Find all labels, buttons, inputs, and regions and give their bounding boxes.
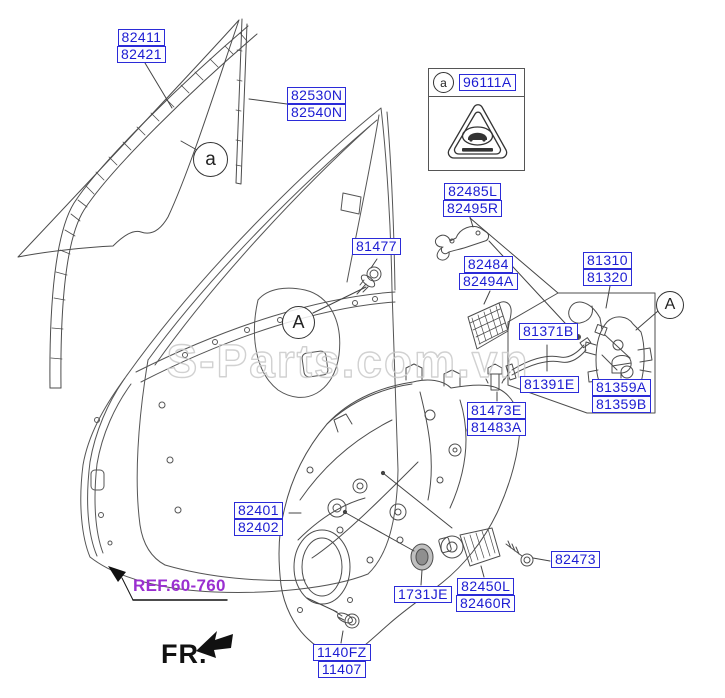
marker-A-latch: A [656,291,684,319]
part-number[interactable]: 82421 [117,46,166,63]
part-label-82485L-82495R[interactable]: 82485L 82495R [443,183,503,217]
ref-60-760-link[interactable]: REF.60-760 [133,576,226,595]
motor-drawing [438,527,501,567]
part-label-81310-81320[interactable]: 81310 81320 [583,252,632,286]
part-number[interactable]: 81371B [519,323,578,340]
part-number[interactable]: 81310 [583,252,632,269]
door-glass-drawing [17,19,240,258]
part-label-82401-82402[interactable]: 82401 82402 [234,502,283,536]
glass-run-channel-drawing [49,18,258,389]
part-label-82484-82494A[interactable]: 82484 82494A [459,256,518,290]
part-label-82411-82421[interactable]: 82411 82421 [117,29,166,63]
part-number[interactable]: 82495R [443,200,503,217]
part-label-81477[interactable]: 81477 [352,238,401,255]
part-label-1731JE[interactable]: 1731JE [394,586,452,603]
ref-arrow [108,566,228,601]
security-label-box: a 96111A [428,68,525,171]
marker-a-glass: a [193,142,228,177]
part-number[interactable]: 81391E [520,376,579,393]
regulator-panel-drawing [278,363,521,655]
part-number[interactable]: 11407 [317,661,366,678]
part-number[interactable]: 82530N [287,87,347,104]
part-number[interactable]: 81477 [352,238,401,255]
security-label-header: a 96111A [429,69,524,97]
part-number[interactable]: 82450L [457,578,515,595]
part-number[interactable]: 81359B [592,396,651,413]
part-label-82473[interactable]: 82473 [551,551,600,568]
door-shell-drawing [80,107,399,593]
fr-direction-label: FR. [161,639,208,669]
part-number[interactable]: 82484 [463,256,513,273]
grommet-drawing [410,543,434,571]
part-number[interactable]: 81483A [467,419,526,436]
part-number[interactable]: 82402 [234,519,283,536]
leader-lines [144,62,659,644]
part-number[interactable]: 1140FZ [313,644,371,661]
part-number[interactable]: 81320 [583,269,632,286]
bolt-1140fz-drawing [332,609,360,629]
part-label-1140FZ-11407[interactable]: 1140FZ 11407 [313,644,371,678]
part-number[interactable]: 81473E [467,402,526,419]
part-number[interactable]: 82540N [287,104,347,121]
clip-drawing [485,363,505,391]
part-number[interactable]: 81359A [592,379,651,396]
marker-A-door: A [282,306,315,339]
part-label-81473E-81483A[interactable]: 81473E 81483A [467,402,526,436]
fr-arrow [196,631,233,658]
part-number[interactable]: 82494A [459,273,518,290]
handle-bracket-drawing [434,225,489,261]
security-badge-icon [447,104,507,159]
screw-82473-drawing [505,540,534,567]
part-number[interactable]: 82411 [117,29,166,46]
marker-a-security: a [433,72,454,93]
part-label-81359A-81359B[interactable]: 81359A 81359B [592,379,651,413]
part-number[interactable]: 1731JE [394,586,452,603]
part-number[interactable]: 82473 [551,551,600,568]
part-label-81371B[interactable]: 81371B [519,323,578,340]
part-label-81391E[interactable]: 81391E [520,376,579,393]
part-number[interactable]: 82401 [234,502,283,519]
watermark-text: S-Parts.com.vn [167,335,530,387]
part-number[interactable]: 82485L [444,183,502,200]
part-label-96111A[interactable]: 96111A [459,74,516,91]
part-label-82450L-82460R[interactable]: 82450L 82460R [456,578,516,612]
part-number[interactable]: 82460R [456,595,516,612]
part-label-82530N-82540N[interactable]: 82530N 82540N [287,87,347,121]
